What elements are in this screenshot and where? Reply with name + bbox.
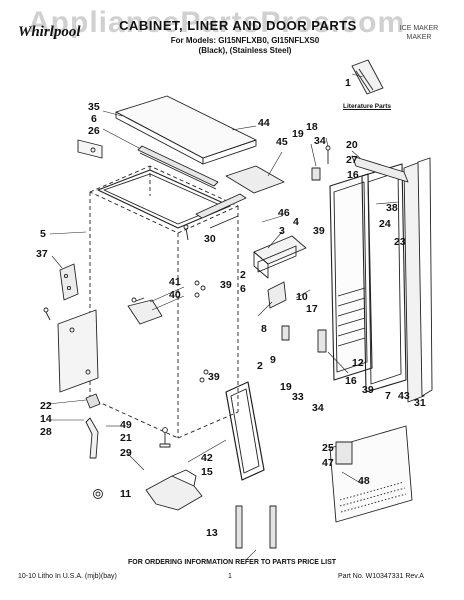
callout-30: 30: [204, 233, 216, 245]
litho-code: 10-10 Litho In U.S.A. (mjb)(bay): [18, 573, 117, 580]
model-line: For Models: GI15NFLXB0, GI15NFLXS0: [170, 36, 320, 45]
callout-5: 5: [40, 228, 46, 240]
top-hinge: [311, 145, 331, 181]
literature-parts-label: Literature Parts: [343, 103, 392, 110]
callout-15: 15: [201, 466, 213, 478]
callout-12: 12: [352, 357, 364, 369]
callout-18: 18: [306, 121, 318, 133]
document-stamp-line: ICE MAKER: [399, 25, 439, 32]
literature-booklet: [351, 59, 384, 95]
callout-42: 42: [201, 452, 213, 464]
callout-34-lower: 34: [312, 402, 324, 414]
model-subtitle: For Models: GI15NFLXB0, GI15NFLXS0 (Blac…: [140, 36, 350, 56]
callout-1: 1: [345, 77, 351, 89]
callout-48: 48: [358, 475, 370, 487]
callout-41: 41: [169, 276, 181, 288]
document-stamp-line: MAKER: [406, 34, 432, 41]
callout-24: 24: [379, 218, 391, 230]
callout-34: 34: [314, 135, 326, 147]
callout-11: 11: [120, 488, 132, 500]
screw-39: [194, 280, 209, 383]
top-panel: [115, 95, 257, 165]
callout-13: 13: [206, 527, 218, 539]
callout-29: 29: [120, 447, 132, 459]
leveling-leg: [159, 427, 171, 448]
rear-access-panel: [329, 425, 413, 523]
hose-clamp: [93, 489, 103, 499]
callout-22: 22: [40, 400, 52, 412]
door-handle: [351, 155, 409, 183]
drain-hose: [85, 417, 99, 459]
callout-17: 17: [306, 303, 318, 315]
callout-49: 49: [120, 419, 132, 431]
callout-46: 46: [278, 207, 290, 219]
document-stamp: ICE MAKER MAKER: [395, 24, 443, 42]
callout-45: 45: [276, 136, 288, 148]
hinge-bracket: [43, 263, 79, 321]
left-side-panel: [77, 139, 103, 159]
ice-scoop: [145, 469, 203, 511]
callout-23: 23: [394, 236, 406, 248]
shelf-bracket: [127, 297, 163, 325]
callout-47: 47: [322, 457, 334, 469]
ordering-note: FOR ORDERING INFORMATION REFER TO PARTS …: [127, 559, 337, 566]
door-shelf: [253, 235, 307, 279]
inner-door-liner: [329, 173, 373, 381]
control-panel: [57, 309, 99, 393]
callout-4: 4: [293, 216, 299, 228]
callout-16: 16: [347, 169, 359, 181]
callout-35: 35: [88, 101, 100, 113]
callout-40: 40: [169, 289, 181, 301]
callout-39: 39: [313, 225, 325, 237]
brand-logo: Whirlpool: [18, 24, 81, 40]
finish-line: (Black), (Stainless Steel): [198, 46, 292, 55]
watermark: AppliancePartsPros.com: [28, 6, 406, 39]
callout-31: 31: [414, 397, 426, 409]
hinge-pieces: [281, 325, 327, 353]
page-number: 1: [228, 573, 232, 580]
trim-strips: [235, 505, 277, 549]
callout-6-right: 6: [240, 283, 246, 295]
callout-33: 33: [292, 391, 304, 403]
leader-lines: [47, 73, 399, 561]
callout-37: 37: [36, 248, 48, 260]
callout-28: 28: [40, 426, 52, 438]
callout-39-door: 39: [208, 371, 220, 383]
callout-2-lower: 2: [257, 360, 263, 372]
callout-19-lower: 19: [280, 381, 292, 393]
callout-3: 3: [279, 225, 285, 237]
rear-bracket: [335, 441, 353, 465]
callout-8: 8: [261, 323, 267, 335]
callout-39-left: 39: [220, 279, 232, 291]
insulation-pad: [225, 165, 285, 194]
shelf-support: [267, 281, 287, 309]
callout-2: 2: [240, 269, 246, 281]
top-rail: [137, 145, 219, 190]
callout-6: 6: [91, 113, 97, 125]
callout-19: 19: [292, 128, 304, 140]
callout-21: 21: [120, 432, 132, 444]
callout-44: 44: [258, 117, 270, 129]
callout-25: 25: [322, 442, 334, 454]
callout-20: 20: [346, 139, 358, 151]
callout-16-lower: 16: [345, 375, 357, 387]
callout-27: 27: [346, 154, 358, 166]
callout-26: 26: [88, 125, 100, 137]
callout-9: 9: [270, 354, 276, 366]
callout-43: 43: [398, 390, 410, 402]
cross-brace: [195, 193, 247, 229]
callout-7: 7: [385, 390, 391, 402]
screw-30: [183, 224, 189, 241]
callout-38: 38: [386, 202, 398, 214]
outer-door-panel: [403, 157, 433, 403]
callout-14: 14: [40, 413, 52, 425]
callout-10: 10: [296, 291, 308, 303]
callout-39-hinge: 39: [362, 384, 374, 396]
page-title: CABINET, LINER AND DOOR PARTS: [119, 18, 357, 33]
part-number: Part No. W10347331 Rev.A: [338, 573, 424, 580]
door-gasket: [225, 381, 265, 481]
drain-fitting: [85, 393, 101, 409]
